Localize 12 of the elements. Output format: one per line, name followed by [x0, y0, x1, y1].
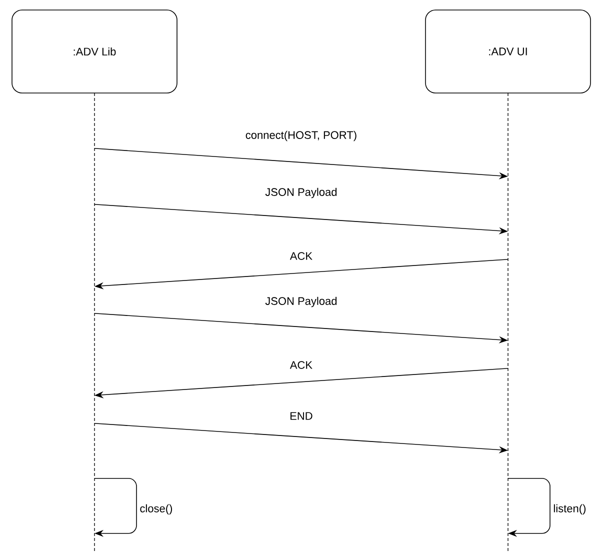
message-label: ACK — [288, 251, 314, 261]
message-label: END — [288, 411, 314, 421]
lifeline-box: :ADV Lib — [12, 10, 178, 94]
message-label: JSON Payload — [264, 186, 338, 200]
lifeline-box: :ADV UI — [425, 10, 591, 94]
self-message-arrow — [94, 478, 137, 537]
message-label: JSON Payload — [264, 296, 338, 308]
self-message-arrow — [508, 478, 550, 537]
message-label: close() — [140, 504, 172, 515]
message-label: connect(HOST, PORT) — [244, 130, 358, 142]
message-label: listen() — [554, 504, 586, 515]
message-label: ACK — [288, 360, 314, 370]
